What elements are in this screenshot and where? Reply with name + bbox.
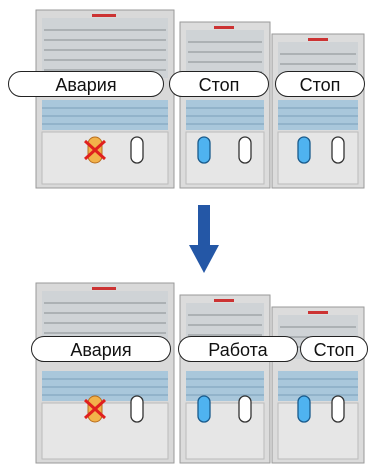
off-led-icon xyxy=(331,395,345,423)
blue-led-icon xyxy=(197,136,211,164)
unit-1-status-label: Авария xyxy=(31,336,171,362)
blue-led-icon xyxy=(297,395,311,423)
outdoor-unit-1 xyxy=(30,275,180,465)
top-unit-row: Авария Стоп Стоп xyxy=(0,0,369,190)
unit-2-status-label: Работа xyxy=(178,336,298,362)
outdoor-unit-illustration xyxy=(271,306,365,464)
off-led-icon xyxy=(331,136,345,164)
bottom-unit-row: Авария Работа Стоп xyxy=(0,275,369,465)
unit-3-status-label: Стоп xyxy=(275,71,365,97)
blue-led-icon xyxy=(297,136,311,164)
unit-1-status-label: Авария xyxy=(8,71,164,97)
off-led-icon xyxy=(238,395,252,423)
off-led-icon xyxy=(238,136,252,164)
unit-2-status-label: Стоп xyxy=(169,71,269,97)
blue-led-icon xyxy=(197,395,211,423)
outdoor-unit-illustration xyxy=(179,294,271,464)
outdoor-unit-illustration xyxy=(271,33,365,189)
outdoor-unit-illustration xyxy=(35,282,175,464)
off-led-icon xyxy=(130,395,144,423)
unit-3-status-label: Стоп xyxy=(300,336,368,362)
outdoor-unit-3 xyxy=(270,0,366,190)
down-arrow-icon xyxy=(189,205,219,273)
outdoor-unit-illustration xyxy=(35,9,175,189)
fault-x-icon xyxy=(84,136,106,164)
outdoor-unit-1 xyxy=(30,0,180,190)
off-led-icon xyxy=(130,136,144,164)
outdoor-unit-2 xyxy=(178,275,272,465)
outdoor-unit-3 xyxy=(270,275,366,465)
fault-x-icon xyxy=(84,395,106,423)
